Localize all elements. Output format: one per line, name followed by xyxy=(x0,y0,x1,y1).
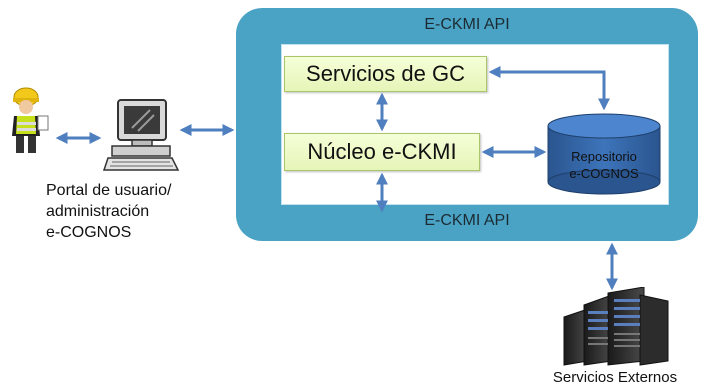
server-rack-icon xyxy=(563,287,669,366)
desktop-computer-icon xyxy=(102,99,180,171)
arrow-gc-repositorio xyxy=(488,66,610,111)
repositorio-label-line1: Repositorio xyxy=(571,149,637,164)
servicios-gc-box: Servicios de GC xyxy=(284,56,487,92)
portal-label-line2: administración xyxy=(46,203,150,220)
repositorio-label-line2: e-COGNOS xyxy=(569,166,639,181)
api-bottom-label: E-CKMI API xyxy=(424,212,510,229)
database-cylinder-icon xyxy=(547,113,661,195)
nucleo-box: Núcleo e-CKMI xyxy=(284,133,480,171)
construction-worker-icon xyxy=(12,87,49,153)
api-top-label: E-CKMI API xyxy=(424,16,510,33)
repositorio-label: Repositorio e-COGNOS xyxy=(548,148,660,182)
servicios-externos-label: Servicios Externos xyxy=(552,369,678,386)
portal-label-line1: Portal de usuario/ xyxy=(46,182,172,199)
portal-label-line3: e-COGNOS xyxy=(46,224,132,241)
portal-label: Portal de usuario/ administración e-COGN… xyxy=(46,180,246,243)
